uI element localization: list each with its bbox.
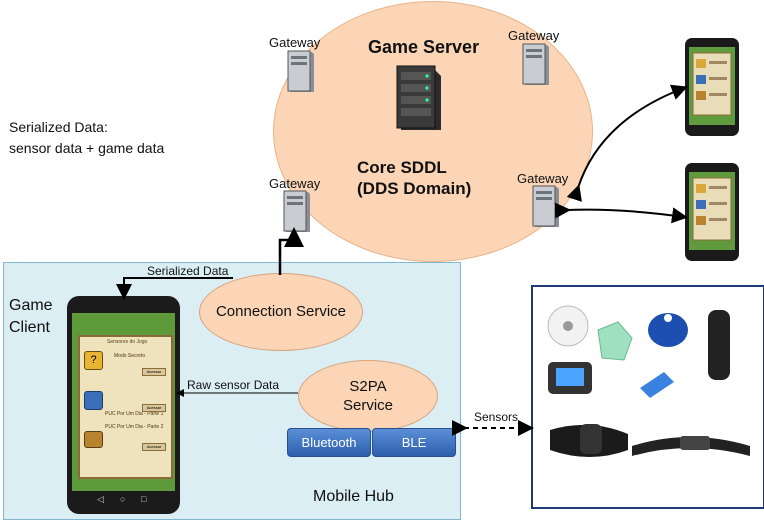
row-title: PUC Por Um Dia - Parte 1 — [105, 411, 164, 417]
gateway-to-phone-line — [554, 202, 688, 224]
nav-bar: ◁ ○ □ — [97, 494, 152, 504]
gateway-label: Gateway — [269, 35, 321, 50]
bluetooth-button: Bluetooth — [287, 428, 371, 457]
s2pa-label-line2: Service — [342, 397, 394, 414]
raw-sensor-data-label: Raw sensor Data — [187, 378, 280, 392]
serialized-data-note-line1: Serialized Data: — [9, 119, 108, 135]
serialized-data-arrow — [116, 277, 233, 300]
gateway-label: Gateway — [508, 28, 560, 43]
game-client-phone: Sensores do Jogo ? Modo Secreto Acessar … — [67, 296, 180, 514]
row-title: PUC Por Um Dia - Parte 2 — [105, 424, 164, 430]
screen-header: Sensores do Jogo — [107, 339, 148, 345]
gateway-label: Gateway — [517, 171, 569, 186]
recents-icon[interactable]: □ — [141, 494, 147, 504]
gateway-to-phone-curve — [566, 84, 688, 202]
help-icon: ? — [84, 351, 103, 370]
game-client-label-line2: Client — [9, 319, 50, 336]
row-access-button[interactable]: Acessar — [142, 443, 166, 451]
gateway-server-icon — [521, 43, 551, 92]
gateway-label: Gateway — [269, 176, 321, 191]
remote-phone — [684, 162, 740, 267]
s2pa-service-oval: S2PA Service — [298, 360, 438, 432]
serialized-data-note-line2: sensor data + game data — [9, 140, 165, 156]
row-access-button[interactable]: Acessar — [142, 404, 166, 412]
serialized-data-label: Serialized Data — [147, 264, 229, 278]
remote-phone — [684, 37, 740, 142]
back-icon[interactable]: ◁ — [97, 494, 104, 504]
game-server-title: Game Server — [368, 37, 480, 57]
s2pa-label-line1: S2PA — [349, 377, 387, 395]
connection-service-label: Connection Service — [215, 303, 347, 321]
chest-icon — [84, 431, 103, 448]
connection-to-gateway-line — [278, 227, 304, 275]
row-access-button[interactable]: Acessar — [142, 368, 166, 376]
core-sddl-line2: (DDS Domain) — [357, 179, 472, 198]
server-icon — [395, 64, 443, 132]
home-icon[interactable]: ○ — [120, 494, 126, 504]
game-client-label-line1: Game — [9, 297, 53, 314]
sensor-devices — [540, 300, 755, 495]
mobile-hub-title: Mobile Hub — [313, 488, 394, 505]
gateway-server-icon — [531, 185, 561, 234]
phone-screen: Sensores do Jogo ? Modo Secreto Acessar … — [72, 313, 175, 491]
ble-button: BLE — [372, 428, 456, 457]
shirt-icon — [84, 391, 103, 410]
connection-service-oval: Connection Service — [199, 273, 363, 351]
gateway-server-icon — [282, 190, 312, 239]
gateway-server-icon — [286, 50, 316, 99]
core-sddl-line1: Core SDDL — [357, 158, 447, 177]
row-title: Modo Secreto — [114, 353, 146, 359]
